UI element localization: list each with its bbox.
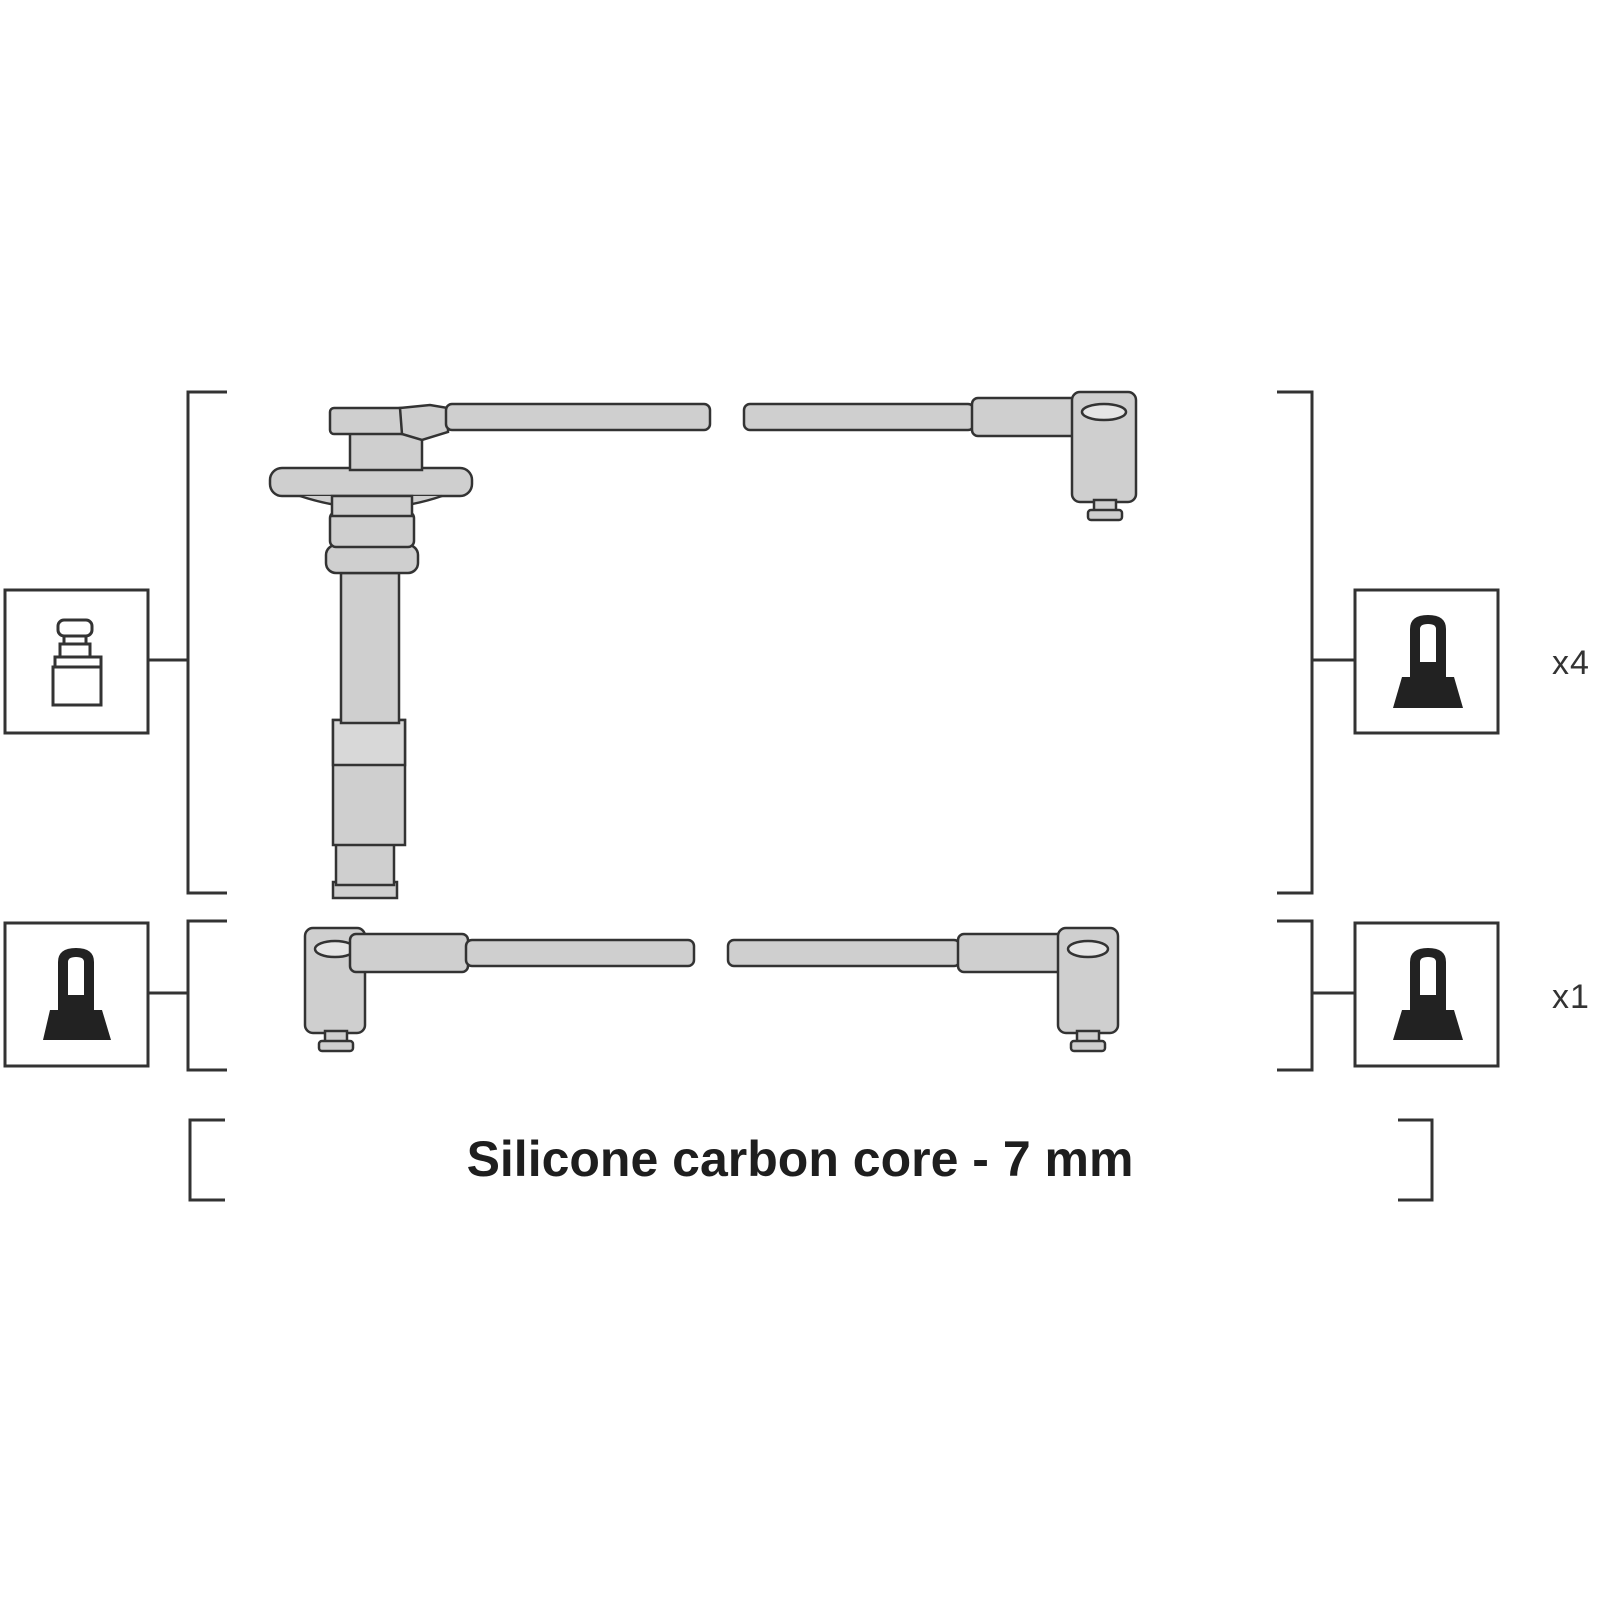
- left-bracket-bottom: [148, 919, 227, 1072]
- caption-bracket-left: [188, 1118, 225, 1202]
- right-bracket-top: [1277, 390, 1355, 895]
- boot-terminal-icon: [1353, 588, 1500, 735]
- left-bracket-top: [148, 390, 227, 895]
- caption: Silicone carbon core - 7 mm: [466, 1131, 1134, 1187]
- caption-bracket-right: [1398, 1118, 1434, 1202]
- coil-lead-drawing: [268, 390, 1138, 900]
- right-bracket-bottom: [1277, 919, 1355, 1072]
- plug-lead-drawing: [303, 926, 1120, 1053]
- boot-terminal-icon: [3, 921, 150, 1068]
- straight-terminal-icon: [3, 588, 150, 735]
- quantity-coil-lead: x4: [1552, 644, 1590, 682]
- boot-terminal-icon: [1353, 921, 1500, 1068]
- quantity-plug-lead: x1: [1552, 978, 1590, 1016]
